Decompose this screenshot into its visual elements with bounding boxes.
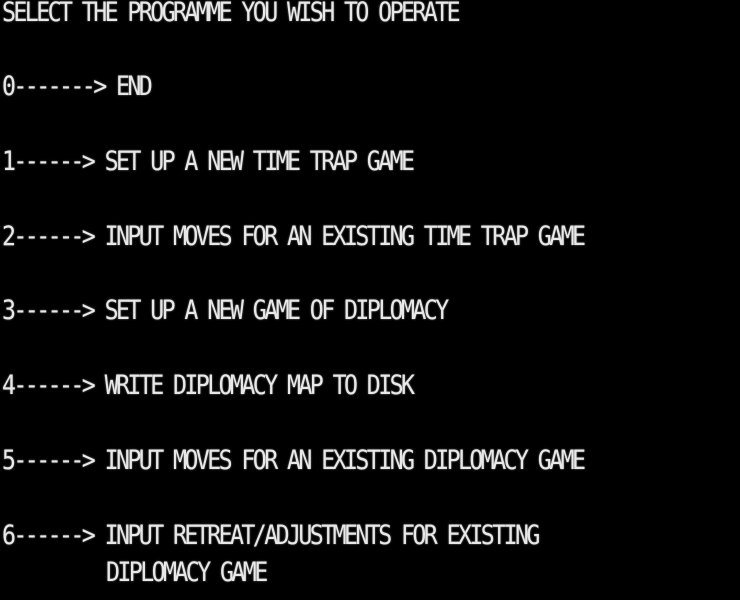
menu-option-label: INPUT RETREAT/ADJUSTMENTS FOR EXISTING: [104, 520, 541, 551]
menu-option-key: 1------>: [2, 146, 105, 177]
menu-option-key: 4------>: [2, 370, 105, 401]
menu-option-label: END: [116, 71, 153, 102]
menu-option-2[interactable]: 2------> INPUT MOVES FOR AN EXISTING TIM…: [2, 221, 586, 252]
menu-option-6-continued[interactable]: DIPLOMACY GAME: [106, 557, 268, 588]
menu-option-key: 2------>: [2, 221, 105, 252]
menu-option-key: 6------>: [2, 520, 105, 551]
menu-option-label: SET UP A NEW TIME TRAP GAME: [104, 146, 415, 177]
menu-option-key: 5------>: [2, 445, 105, 476]
menu-option-label: INPUT MOVES FOR AN EXISTING DIPLOMACY GA…: [104, 445, 586, 476]
menu-option-3[interactable]: 3------> SET UP A NEW GAME OF DIPLOMACY: [2, 295, 450, 326]
menu-option-label: WRITE DIPLOMACY MAP TO DISK: [104, 370, 415, 401]
menu-option-label: SET UP A NEW GAME OF DIPLOMACY: [104, 295, 450, 326]
prompt-text: SELECT THE PROGRAMME YOU WISH TO OPERATE: [2, 0, 461, 28]
menu-option-key: 3------>: [2, 295, 105, 326]
menu-option-4[interactable]: 4------> WRITE DIPLOMACY MAP TO DISK: [2, 370, 415, 401]
menu-option-1[interactable]: 1------> SET UP A NEW TIME TRAP GAME: [2, 146, 415, 177]
menu-option-6[interactable]: 6------> INPUT RETREAT/ADJUSTMENTS FOR E…: [2, 520, 541, 551]
menu-option-5[interactable]: 5------> INPUT MOVES FOR AN EXISTING DIP…: [2, 445, 586, 476]
menu-option-0[interactable]: 0-------> END: [2, 71, 153, 102]
menu-option-key: 0------->: [2, 71, 117, 102]
menu-option-label: INPUT MOVES FOR AN EXISTING TIME TRAP GA…: [104, 221, 586, 252]
